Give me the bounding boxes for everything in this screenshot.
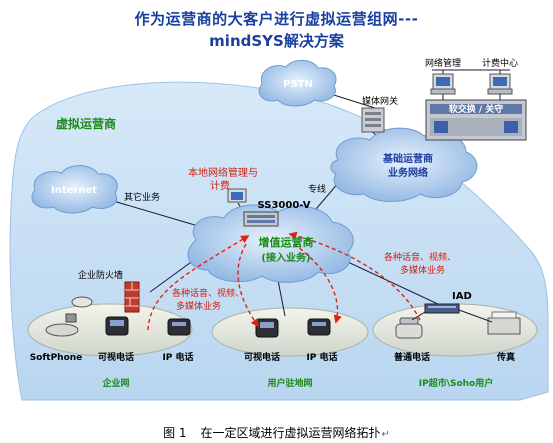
internet-cloud	[31, 165, 118, 214]
pstn-label: PSTN	[283, 79, 313, 90]
local-mgmt-label-2: 计费	[210, 179, 230, 192]
network-mgmt-label: 网络管理	[425, 57, 461, 69]
video-phone-label-2: 可视电话	[244, 351, 280, 363]
caption-text: 在一定区域进行虚拟运营网络拓扑	[200, 426, 381, 440]
ip-phone-label-2: IP 电话	[306, 351, 337, 363]
service-arrow-left-down	[237, 243, 259, 328]
multimedia-right-label-2: 多媒体业务	[400, 264, 445, 276]
service-arrow-left-up	[147, 235, 250, 331]
video-phone-icon	[105, 316, 129, 336]
internet-label: Internet	[51, 185, 97, 196]
fax-icon	[487, 311, 521, 335]
fax-label: 传真	[496, 351, 515, 363]
paragraph-mark-icon: ↵	[381, 429, 390, 440]
billing-center-label: 计费中心	[482, 57, 518, 69]
media-gateway-device	[361, 107, 385, 133]
vas-label-2: (接入业务)	[261, 251, 310, 264]
title-line-1: 作为运营商的大客户进行虚拟运营组网---	[134, 10, 419, 28]
ip-phone-icon	[167, 318, 191, 336]
virtual-operator-label: 虚拟运营商	[56, 116, 116, 131]
enterprise-net-label: 企业网	[101, 377, 129, 389]
iad-label: IAD	[452, 291, 472, 302]
multimedia-left-label-1: 各种话音、视频、	[172, 287, 244, 299]
computer-icon	[430, 73, 456, 95]
media-gateway-label: 媒体网关	[362, 95, 398, 107]
softswitch-label: 软交换 / 关守	[449, 103, 504, 115]
user-station-oval	[211, 307, 369, 357]
ip-phone-icon	[307, 318, 331, 336]
multimedia-right-label-1: 各种话音、视频、	[384, 251, 456, 263]
multimedia-left-label-2: 多媒体业务	[176, 300, 221, 312]
user-station-net-label: 用户驻地网	[266, 377, 312, 389]
firewall-label: 企业防火墙	[78, 269, 123, 281]
local-mgmt-label-1: 本地网络管理与	[188, 166, 258, 179]
ss3000-device	[243, 211, 279, 227]
firewall-icon	[124, 281, 140, 313]
computer-icon	[487, 73, 513, 95]
iad-device	[424, 303, 460, 314]
ss3000-label: SS3000-V	[258, 200, 311, 211]
pstn-cloud	[258, 59, 337, 107]
softphone-icon	[45, 313, 79, 337]
vas-label-1: 增值运营商	[259, 235, 314, 249]
other-services-label: 其它业务	[124, 191, 160, 203]
phone-icon	[395, 317, 423, 339]
softphone-label: SoftPhone	[30, 353, 83, 363]
figure-caption: 图 1 在一定区域进行虚拟运营网络拓扑↵	[0, 424, 553, 441]
service-arrow-right-up	[288, 231, 421, 321]
dedicated-line-label: 专线	[308, 183, 326, 195]
link-internet-vas	[109, 199, 206, 229]
phone-icon	[71, 296, 93, 308]
video-phone-icon	[255, 318, 279, 338]
title-line-2: mindSYS解决方案	[209, 32, 344, 50]
base-network-label-2: 业务网络	[388, 166, 428, 179]
base-network-label-1: 基础运营商	[382, 152, 433, 165]
video-phone-label-1: 可视电话	[98, 351, 134, 363]
caption-label: 图 1	[163, 426, 187, 440]
vas-cloud	[187, 204, 354, 283]
ordinary-phone-label: 普通电话	[394, 351, 430, 363]
local-mgmt-computer-icon	[227, 188, 247, 203]
ip-phone-label-1: IP 电话	[162, 351, 193, 363]
soho-label: IP超市\Soho用户	[419, 377, 494, 389]
softswitch-device	[425, 99, 527, 141]
service-arrow-right-down	[293, 243, 342, 324]
